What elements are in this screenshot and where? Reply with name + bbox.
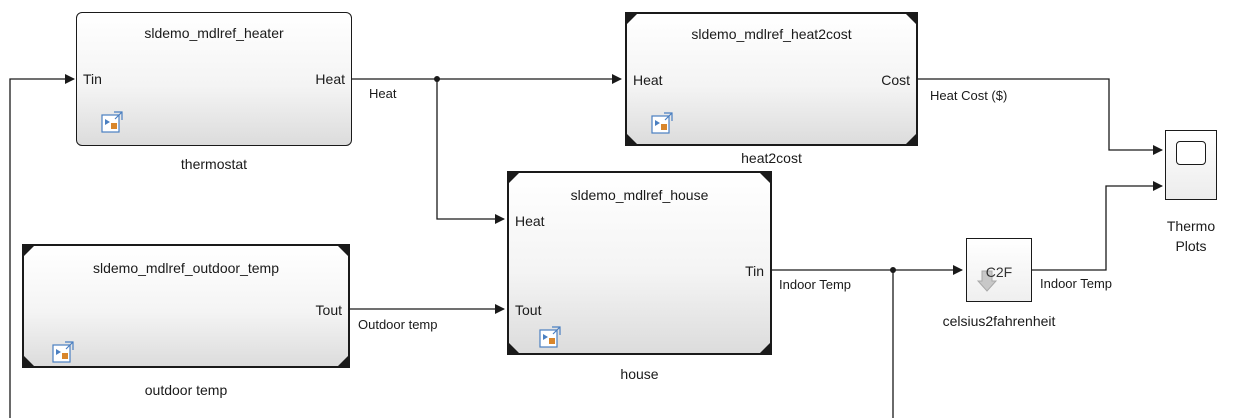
conversion-arrow-icon: [977, 270, 997, 292]
heat-cost-line[interactable]: [918, 78, 1163, 155]
thermostat-block[interactable]: sldemo_mdlref_heater Tin Heat: [76, 12, 352, 146]
model-name: sldemo_mdlref_outdoor_temp: [93, 260, 279, 276]
corner-markers: [22, 244, 350, 368]
house-block[interactable]: sldemo_mdlref_house Heat Tout Tin: [507, 171, 772, 355]
heat-branch-line[interactable]: [436, 79, 505, 224]
model-reference-icon: [539, 326, 561, 348]
branch-point: [434, 76, 440, 82]
block-label: outdoor temp: [144, 382, 228, 398]
model-name: sldemo_mdlref_heater: [144, 25, 284, 41]
port-label: Heat: [515, 213, 545, 229]
celsius2fahrenheit-block[interactable]: C2F: [966, 238, 1032, 302]
block-label: thermostat: [180, 156, 248, 172]
branch-point: [890, 267, 896, 273]
scope-label-line1: Thermo: [1166, 218, 1216, 234]
model-reference-icon: [52, 341, 74, 363]
model-name: sldemo_mdlref_heat2cost: [691, 26, 852, 42]
signal-label-heat-cost[interactable]: Heat Cost ($): [930, 88, 1008, 103]
block-label: heat2cost: [741, 150, 802, 166]
port-label: Heat: [633, 72, 663, 88]
port-label: Cost: [881, 72, 910, 88]
port-label: Tout: [315, 302, 342, 318]
signal-label-heat[interactable]: Heat: [369, 86, 397, 101]
block-label: celsius2fahrenheit: [942, 313, 1056, 329]
port-label: Tin: [745, 263, 764, 279]
scope-label-line2: Plots: [1175, 238, 1207, 254]
corner-markers: [507, 171, 772, 355]
heat2cost-block[interactable]: sldemo_mdlref_heat2cost Heat Cost: [625, 12, 918, 146]
port-label: Tin: [83, 71, 102, 87]
port-label: Heat: [315, 71, 345, 87]
outdoor-temp-block[interactable]: sldemo_mdlref_outdoor_temp Tout: [22, 244, 350, 368]
model-reference-icon: [101, 111, 123, 133]
signal-label-outdoor-temp[interactable]: Outdoor temp: [358, 317, 438, 332]
corner-markers: [625, 12, 918, 146]
indoor-temp-f-line[interactable]: [1032, 181, 1163, 271]
signal-label-indoor-temp-f[interactable]: Indoor Temp: [1040, 276, 1113, 291]
model-reference-icon: [651, 112, 673, 134]
scope-icon: [1176, 141, 1206, 165]
block-label: house: [620, 366, 659, 382]
thermo-plots-scope[interactable]: [1165, 130, 1217, 200]
model-name: sldemo_mdlref_house: [570, 187, 709, 203]
port-label: Tout: [515, 302, 542, 318]
feedback-return-line[interactable]: [9, 74, 75, 418]
signal-label-indoor-temp[interactable]: Indoor Temp: [779, 277, 852, 292]
conversion-label: C2F: [985, 264, 1013, 280]
